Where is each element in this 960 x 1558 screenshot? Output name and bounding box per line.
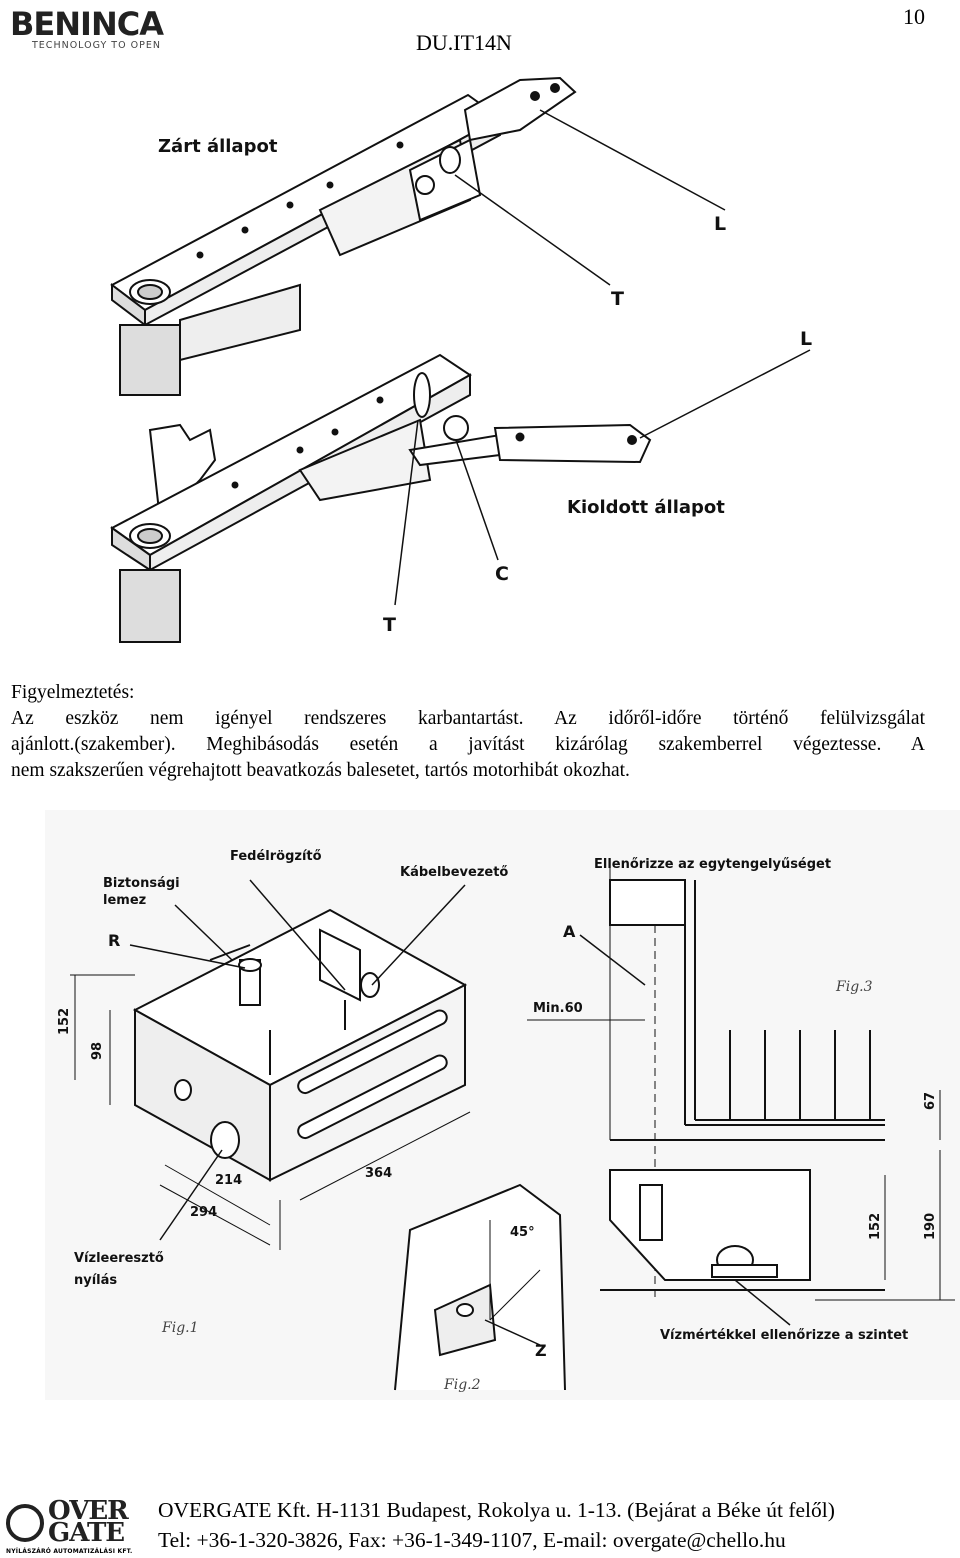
dim-214: 214: [215, 1173, 242, 1188]
callout-t-lower: T: [383, 614, 396, 636]
dim-294: 294: [190, 1205, 217, 1220]
label-a: A: [563, 922, 576, 941]
overgate-g-mark: [6, 1504, 44, 1542]
label-angle-45: 45°: [510, 1225, 535, 1240]
callout-l-lower: L: [800, 328, 812, 350]
fig3-caption: Fig.3: [835, 979, 873, 995]
document-code: DU.IT14N: [416, 30, 512, 55]
dim-152-fig3: 152: [868, 1213, 883, 1240]
dim-67: 67: [923, 1092, 938, 1110]
label-min-60: Min.60: [533, 1001, 583, 1016]
released-arm-drawing: [110, 353, 652, 643]
footer-contact: Tel: +36-1-320-3826, Fax: +36-1-349-1107…: [158, 1528, 786, 1552]
label-safety-plate-line1: Biztonsági: [103, 876, 180, 891]
warning-line-1: Az eszköz nem igényel rendszeres karbant…: [11, 708, 925, 729]
fig2-drain-drawing: [394, 1183, 566, 1391]
callout-l-upper: L: [714, 213, 726, 235]
label-cover-lock: Fedélrögzítő: [230, 849, 322, 864]
footer-address: OVERGATE Kft. H-1131 Budapest, Rokolya u…: [158, 1498, 835, 1522]
callout-t-upper: T: [611, 288, 624, 310]
callout-c: C: [495, 563, 509, 585]
fig2-caption: Fig.2: [443, 1377, 481, 1393]
page-number: 10: [903, 4, 925, 29]
overgate-logo-sub: NYÍLÁSZÁRÓ AUTOMATIZÁLÁSI KFT.: [6, 1548, 133, 1555]
beninca-logo: BENINCA TECHNOLOGY TO OPEN: [10, 8, 170, 51]
warning-title: Figyelmeztetés:: [11, 682, 135, 703]
label-r: R: [108, 931, 120, 950]
closed-arm-drawing: [110, 76, 577, 396]
brand-tagline: TECHNOLOGY TO OPEN: [32, 40, 161, 51]
fig1-caption: Fig.1: [161, 1320, 199, 1336]
brand-name: BENINCA: [10, 5, 164, 43]
fig1-box-drawing: [70, 879, 471, 1250]
dim-364: 364: [365, 1166, 392, 1181]
label-z: Z: [535, 1341, 547, 1360]
label-check-level: Vízmértékkel ellenőrizze a szintet: [660, 1328, 908, 1343]
dim-190: 190: [923, 1213, 938, 1240]
label-cable-entry: Kábelbevezető: [400, 865, 508, 880]
overgate-logo-bottom: GATE: [48, 1518, 125, 1548]
label-drain-line2: nyílás: [74, 1273, 117, 1288]
warning-line-3: nem szakszerűen végrehajtott beavatkozás…: [11, 760, 630, 781]
arm-release-figure: Zárt állapot Kioldott állapot L T L C T: [110, 76, 812, 643]
warning-line-2: ajánlott.(szakember). Meghibásodás eseté…: [11, 734, 925, 755]
label-released-state: Kioldott állapot: [567, 497, 725, 518]
dim-152-fig1: 152: [57, 1008, 72, 1035]
foundation-box-figure: Fedélrögzítő Kábelbevezető Biztonsági le…: [45, 810, 960, 1400]
dim-98: 98: [90, 1042, 105, 1060]
overgate-logo-top: OVER: [48, 1496, 129, 1526]
fig3-gate-drawing: [527, 860, 955, 1326]
label-safety-plate-line2: lemez: [103, 893, 146, 908]
label-drain-line1: Vízleeresztő: [74, 1251, 164, 1266]
label-check-axis: Ellenőrizze az egytengelyűséget: [594, 857, 831, 872]
label-closed-state: Zárt állapot: [158, 136, 278, 157]
warning-block: Figyelmeztetés: Az eszköz nem igényel re…: [11, 680, 925, 784]
